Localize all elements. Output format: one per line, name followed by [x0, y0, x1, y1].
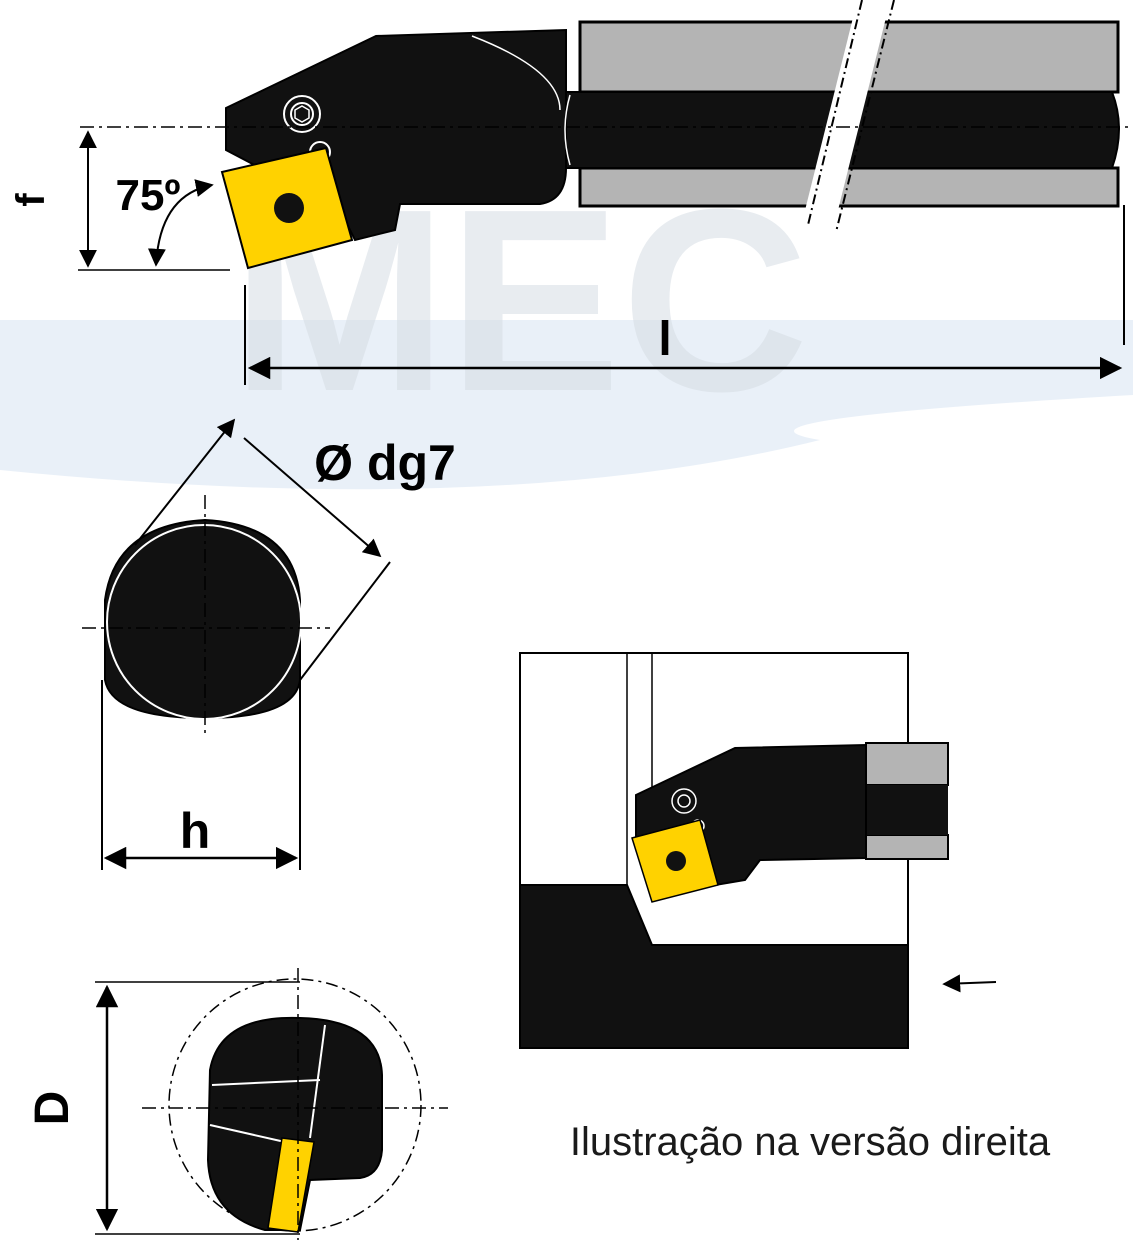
break-lines	[799, 0, 895, 241]
label-D: D	[26, 1091, 79, 1126]
feed-arrow	[942, 974, 997, 993]
label-angle: 75º	[115, 171, 180, 220]
dimension-f: f	[9, 130, 230, 271]
label-f: f	[9, 193, 53, 207]
head-section-shape	[206, 1016, 383, 1231]
head-cross-section: D	[26, 968, 448, 1240]
label-diameter: Ø dg7	[314, 435, 456, 491]
dimension-l: l	[244, 205, 1125, 385]
label-l: l	[658, 313, 671, 366]
dimension-angle: 75º	[115, 171, 214, 267]
shank-section-shape	[104, 518, 301, 720]
boring-bar-side-view	[80, 0, 1133, 270]
shank-cross-section: h	[82, 495, 330, 870]
label-h: h	[180, 803, 211, 859]
caption: Ilustração na versão direita	[570, 1120, 1051, 1164]
shank-flat-bottom	[578, 166, 1120, 208]
workpiece	[519, 884, 909, 1049]
dimension-diameter: Ø dg7	[134, 418, 456, 681]
application-illustration	[519, 652, 997, 1049]
